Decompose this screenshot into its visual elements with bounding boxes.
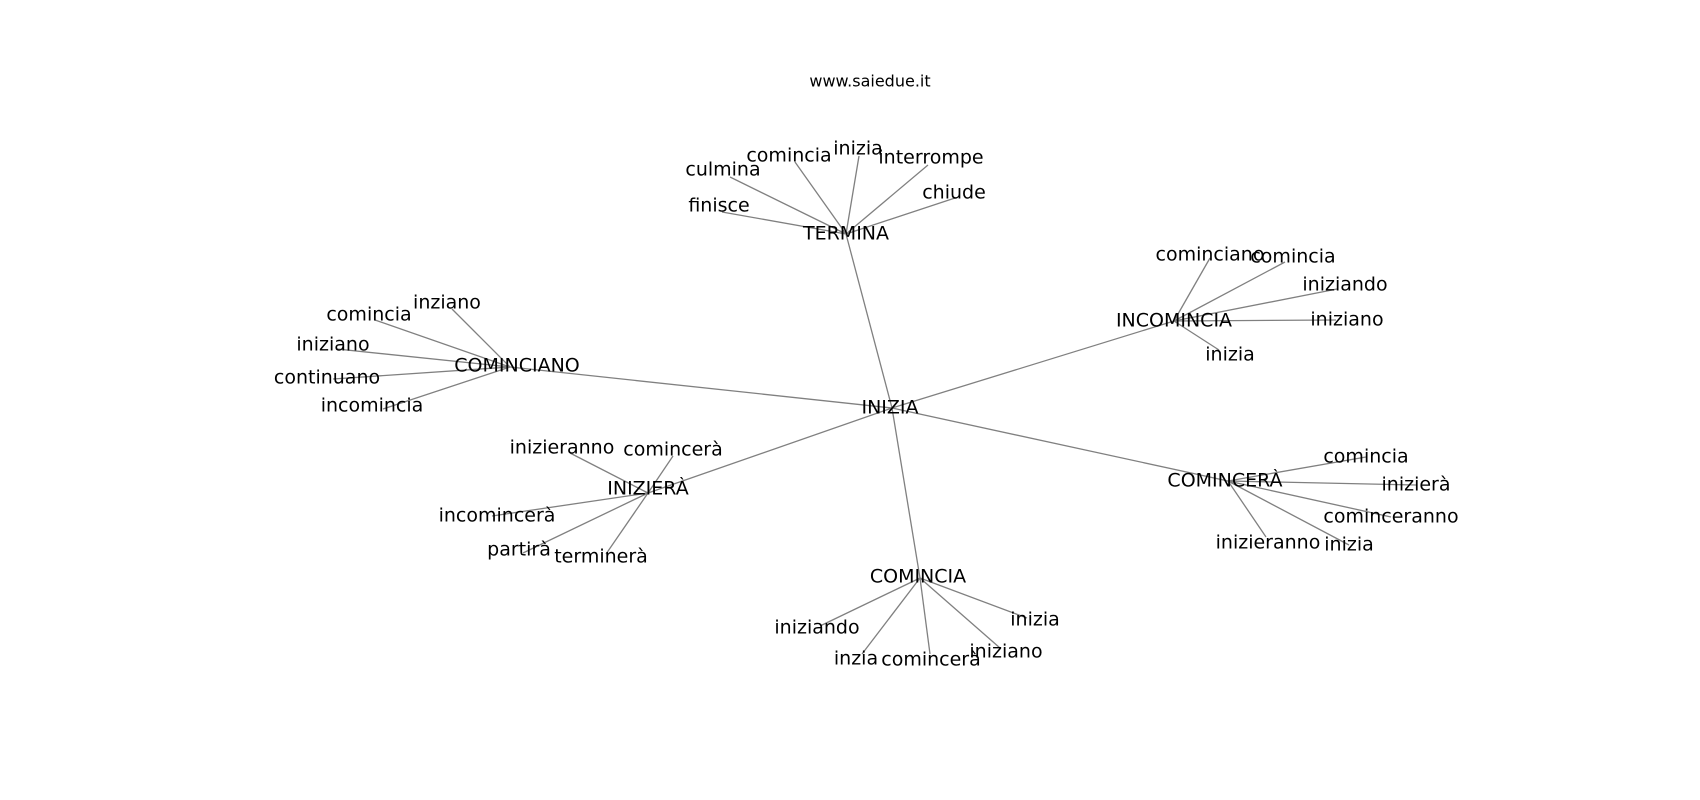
leaf-node-label: culmina — [685, 159, 760, 181]
edge-hub-to-leaf — [522, 492, 649, 554]
edge-hub-to-leaf — [1227, 480, 1350, 546]
leaf-node-label: comincia — [1250, 246, 1335, 268]
hub-node-label: COMINCIANO — [454, 355, 579, 377]
edge-hub-to-leaf — [729, 176, 847, 235]
edge-root-to-hub — [509, 366, 893, 409]
leaf-node-label: inizia — [833, 138, 883, 160]
edge-hub-to-leaf — [1173, 257, 1211, 322]
hub-node-label: TERMINA — [802, 223, 889, 245]
edge-hub-to-leaf — [1173, 320, 1220, 351]
leaf-node-label: comincerà — [881, 649, 981, 671]
edge-hub-to-leaf — [845, 164, 929, 235]
leaf-node-label: comincia — [746, 145, 831, 167]
leaf-node-label: inizia — [1010, 609, 1060, 631]
leaf-node-label: iniziando — [1302, 274, 1387, 296]
edge-hub-to-leaf — [919, 577, 1028, 619]
leaf-node-label: cominciano — [1156, 244, 1265, 266]
edge-hub-to-leaf — [861, 577, 921, 655]
leaf-node-label: comincia — [1323, 446, 1408, 468]
edge-hub-to-leaf — [919, 577, 931, 655]
edge-hub-to-leaf — [794, 161, 847, 235]
edge-root-to-hub — [647, 407, 893, 494]
edge-hub-to-leaf — [374, 319, 511, 368]
leaf-node-label: inizia — [1205, 344, 1255, 366]
leaf-node-label: comincia — [326, 304, 411, 326]
edge-root-to-hub — [891, 407, 1229, 482]
leaf-node-label: cominceranno — [1323, 506, 1458, 528]
hub-node-label: COMINCIA — [870, 566, 966, 588]
edge-root-to-hub — [891, 320, 1175, 409]
edge-hub-to-leaf — [451, 308, 511, 368]
labels-layer: www.saiedue.it INIZIATERMINAculminacomin… — [274, 72, 1459, 671]
leaf-node-label: inizieranno — [1216, 532, 1321, 554]
leaf-node-label: inziano — [413, 292, 481, 314]
edge-hub-to-leaf — [1227, 480, 1417, 486]
edge-hub-to-leaf — [382, 366, 511, 410]
hub-node-label: INCOMINCIA — [1116, 310, 1232, 332]
hub-node-label: INIZIERÀ — [607, 477, 688, 500]
edge-hub-to-leaf — [569, 452, 649, 494]
edge-root-to-hub — [845, 233, 893, 409]
leaf-node-label: inizia — [1324, 534, 1374, 556]
leaf-node-label: inzia — [834, 648, 878, 670]
edge-hub-to-leaf — [336, 348, 511, 368]
leaf-node-label: terminerà — [554, 546, 648, 568]
edge-hub-to-leaf — [919, 577, 1001, 649]
leaf-node-label: inizieranno — [510, 437, 615, 459]
leaf-node-label: comincerà — [623, 439, 723, 461]
leaf-node-label: iniziano — [296, 334, 369, 356]
root-node-label: INIZIA — [861, 397, 918, 419]
edge-hub-to-leaf — [1227, 480, 1392, 518]
edge-hub-to-leaf — [1173, 288, 1338, 322]
edge-hub-to-leaf — [845, 155, 860, 235]
edge-hub-to-leaf — [819, 577, 921, 627]
edge-hub-to-leaf — [1173, 319, 1337, 322]
edge-hub-to-leaf — [647, 455, 674, 494]
leaf-node-label: iniziando — [774, 617, 859, 639]
edge-hub-to-leaf — [1227, 480, 1267, 538]
leaf-node-label: iniziano — [969, 641, 1042, 663]
edge-hub-to-leaf — [721, 211, 847, 235]
hub-node-label: COMINCERÀ — [1167, 469, 1282, 492]
edges-layer — [332, 155, 1417, 655]
edge-hub-to-leaf — [605, 492, 649, 555]
edge-hub-to-leaf — [1173, 261, 1286, 322]
leaf-node-label: iniziano — [1310, 309, 1383, 331]
edge-hub-to-leaf — [491, 492, 649, 517]
leaf-node-label: inizierà — [1382, 474, 1451, 496]
leaf-node-label: chiude — [922, 182, 986, 204]
leaf-node-label: incomincerà — [439, 505, 556, 527]
edge-hub-to-leaf — [845, 197, 956, 235]
diagram-title: www.saiedue.it — [809, 72, 930, 91]
leaf-node-label: finisce — [688, 195, 749, 217]
edge-hub-to-leaf — [1227, 456, 1367, 482]
leaf-node-label: incomincia — [321, 395, 424, 417]
leaf-node-label: interrompe — [878, 147, 983, 169]
leaf-node-label: partirà — [487, 539, 551, 561]
edge-root-to-hub — [891, 407, 921, 579]
edge-hub-to-leaf — [332, 366, 511, 380]
leaf-node-label: continuano — [274, 367, 380, 389]
